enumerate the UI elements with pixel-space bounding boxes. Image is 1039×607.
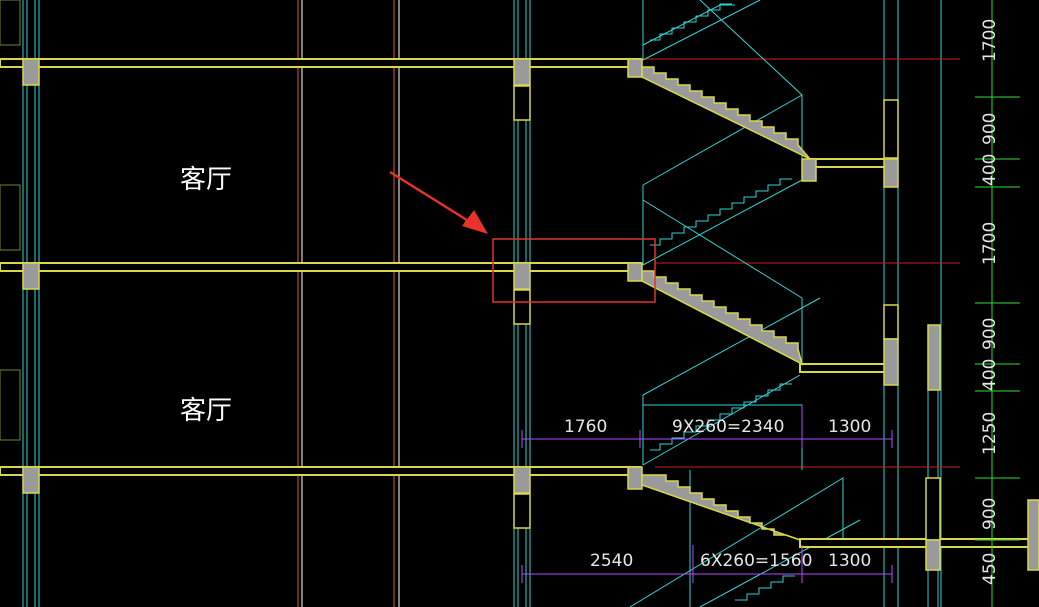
room-label-lower: 客厅 <box>180 396 232 426</box>
vertical-dimension-chain <box>975 0 1020 607</box>
dim-right-5: 900 <box>980 318 1000 350</box>
dim-right-6: 400 <box>980 359 1000 391</box>
arrow-icon <box>389 170 488 234</box>
dim-upper-flight: 9X260=2340 <box>672 417 784 437</box>
right-dimension-labels: 1700 900 400 1700 900 400 1250 900 450 <box>980 19 1000 585</box>
left-window-elements <box>0 0 21 441</box>
dim-right-9: 450 <box>980 553 1000 585</box>
dimension-lines <box>521 405 893 583</box>
dim-right-4: 1700 <box>980 222 1000 265</box>
dim-lower-flight: 6X260=1560 <box>700 551 812 571</box>
level-reference-lines <box>640 58 960 468</box>
dim-right-8: 900 <box>980 498 1000 530</box>
stair-flights <box>641 66 811 541</box>
dim-upper-landing: 1760 <box>564 417 607 437</box>
vertical-axis-lines <box>22 0 942 607</box>
room-label-upper: 客厅 <box>180 165 232 195</box>
dim-lower-end: 1300 <box>828 551 871 571</box>
dim-right-3: 400 <box>980 154 1000 186</box>
highlight-box <box>492 238 656 303</box>
cut-sections <box>22 58 1039 571</box>
dim-right-2: 900 <box>980 113 1000 145</box>
dim-right-7: 1250 <box>980 412 1000 455</box>
dim-lower-landing: 2540 <box>590 551 633 571</box>
dim-right-1: 1700 <box>980 19 1000 62</box>
stair-outline <box>629 0 861 607</box>
dim-upper-end: 1300 <box>828 417 871 437</box>
